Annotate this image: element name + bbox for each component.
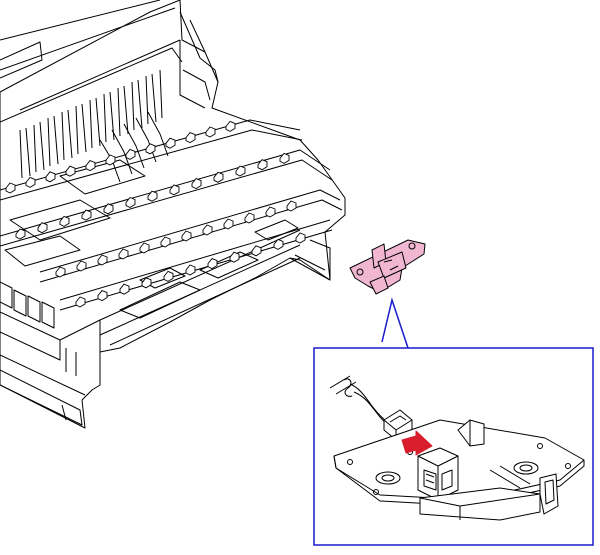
printer-unit [0, 0, 346, 429]
roller-gear-mark [97, 254, 108, 266]
roller-gear-marks [5, 120, 306, 308]
roller-gear-mark [145, 143, 156, 155]
roller-gear-mark [279, 152, 290, 164]
roller-gear-mark [244, 212, 255, 224]
callout-leader [381, 297, 409, 349]
roller-gear-mark [160, 236, 171, 248]
roller-gear-mark [181, 230, 192, 242]
roller-gear-mark [25, 176, 36, 188]
roller-gear-mark [103, 203, 114, 215]
detail-callout-box [313, 347, 594, 546]
roller-gear-mark [37, 222, 48, 234]
roller-gear-mark [202, 224, 213, 236]
roller-gear-mark [286, 200, 297, 212]
roller-gear-mark [273, 238, 284, 250]
insert-arrow-icon [401, 430, 433, 456]
roller-gear-mark [139, 242, 150, 254]
roller-gear-mark [229, 251, 240, 263]
roller-gear-mark [235, 165, 246, 177]
roller-gear-mark [15, 228, 26, 240]
roller-gear-mark [65, 165, 76, 177]
roller-gear-mark [207, 258, 218, 270]
roller-gear-mark [185, 264, 196, 276]
roller-gear-mark [223, 218, 234, 230]
roller-gear-mark [75, 296, 86, 308]
roller-gear-mark [59, 215, 70, 227]
roller-gear-mark [5, 182, 16, 194]
connector-cable [329, 375, 413, 441]
roller-gear-mark [191, 178, 202, 190]
roller-gear-mark [119, 283, 130, 295]
roller-gear-mark [125, 196, 136, 209]
detail-view [329, 375, 585, 521]
roller-gear-mark [125, 148, 136, 160]
roller-gear-mark [141, 277, 152, 289]
roller-gear-mark [81, 209, 92, 221]
roller-gear-mark [225, 120, 236, 132]
sensor-bracket-detail [333, 419, 585, 521]
roller-gear-mark [295, 232, 306, 244]
sensor-bracket [349, 239, 426, 295]
roller-gear-mark [257, 159, 268, 171]
roller-gear-mark [251, 245, 262, 257]
roller-gear-mark [85, 160, 96, 172]
detail-callout [313, 297, 594, 546]
roller-gear-mark [97, 290, 108, 302]
roller-gear-mark [185, 132, 196, 144]
roller-gear-mark [147, 190, 158, 202]
roller-gear-mark [165, 137, 176, 149]
roller-gear-mark [265, 206, 276, 218]
roller-gear-mark [76, 260, 87, 272]
roller-gear-mark [105, 154, 116, 166]
roller-gear-mark [55, 266, 66, 278]
roller-gear-mark [213, 171, 224, 183]
roller-gear-mark [118, 248, 129, 260]
roller-gear-mark [45, 171, 56, 183]
roller-gear-mark [169, 184, 180, 196]
roller-gear-mark [163, 270, 174, 282]
roller-gear-mark [205, 126, 216, 138]
